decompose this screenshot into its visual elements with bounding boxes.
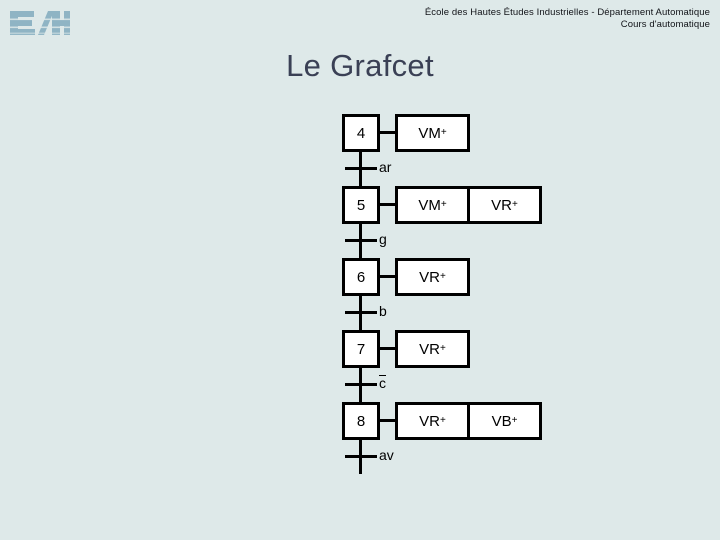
action-label: VR [419, 268, 440, 286]
grafcet-step-row: 5 VM+VR+ [0, 186, 720, 224]
transition-label: c [379, 375, 386, 391]
action-label: VM [418, 124, 441, 142]
step-action-link [380, 275, 395, 278]
action-label: VR [419, 412, 440, 430]
step-action-link [380, 131, 395, 134]
grafcet-transition: ar [0, 159, 720, 179]
step-box-8: 8 [342, 402, 380, 440]
step-action-link [380, 347, 395, 350]
step-action-link [380, 419, 395, 422]
ehi-logo [8, 7, 70, 39]
transition-bar [345, 383, 377, 386]
action-group: VM+VR+ [395, 186, 542, 224]
action-group: VR+ [395, 330, 470, 368]
action-group: VR+VB+ [395, 402, 542, 440]
header-institution-text: École des Hautes Études Industrielles - … [425, 7, 710, 31]
action-label: VR [419, 340, 440, 358]
transition-bar [345, 239, 377, 242]
grafcet-step-row: 7 VR+ [0, 330, 720, 368]
action-box-VR: VR+ [395, 402, 470, 440]
transition-label: av [379, 447, 394, 463]
transition-bar [345, 311, 377, 314]
transition-bar [345, 455, 377, 458]
action-label: VR [491, 196, 512, 214]
step-box-7: 7 [342, 330, 380, 368]
step-action-link [380, 203, 395, 206]
transition-label: g [379, 231, 387, 247]
action-label: VB [491, 412, 512, 430]
action-box-VR: VR+ [467, 186, 542, 224]
header-line-1: École des Hautes Études Industrielles - … [424, 7, 710, 18]
transition-bar [345, 167, 377, 170]
action-box-VM: VM+ [395, 186, 470, 224]
grafcet-step-row: 4 VM+ [0, 114, 720, 152]
step-box-6: 6 [342, 258, 380, 296]
grafcet-step-row: 8 VR+VB+ [0, 402, 720, 440]
step-box-5: 5 [342, 186, 380, 224]
page-title: Le Grafcet [286, 48, 434, 83]
grafcet-transition: av [0, 447, 720, 467]
transition-label: b [379, 303, 387, 319]
transition-label: ar [379, 159, 392, 175]
ehi-logo-icon [8, 11, 70, 35]
action-box-VR: VR+ [395, 330, 470, 368]
grafcet-transition: c [0, 375, 720, 395]
header-line-2: Cours d'automatique [620, 19, 710, 30]
negation-overline: c [379, 375, 386, 391]
grafcet-transition: g [0, 231, 720, 251]
grafcet-step-row: 6 VR+ [0, 258, 720, 296]
step-box-4: 4 [342, 114, 380, 152]
action-box-VM: VM+ [395, 114, 470, 152]
action-box-VR: VR+ [395, 258, 470, 296]
action-label: VM [418, 196, 441, 214]
grafcet-transition: b [0, 303, 720, 323]
action-box-VB: VB+ [467, 402, 542, 440]
action-group: VM+ [395, 114, 470, 152]
action-group: VR+ [395, 258, 470, 296]
